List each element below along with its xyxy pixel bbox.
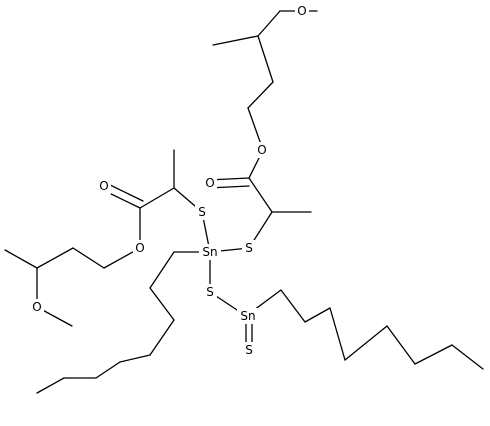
- atom-label-sn-right: Sn: [240, 309, 255, 323]
- atom-label-s-bridge: S: [206, 285, 214, 299]
- atom-label-o-left-ester-double: O: [99, 179, 108, 193]
- atom-o-left-ester-single: O: [133, 240, 147, 256]
- atom-label-s-right: S: [245, 241, 253, 255]
- atom-labels: O O O O O O S S: [30, 3, 309, 358]
- atom-s-right: S: [242, 240, 256, 256]
- atom-o-top-ester-single: O: [255, 142, 269, 158]
- atom-sn-center: Sn: [199, 244, 221, 260]
- atom-label-sn-center: Sn: [202, 245, 217, 259]
- atom-s-left: S: [195, 204, 209, 220]
- atom-o-top-ester-double: O: [203, 175, 217, 191]
- atom-o-top-methoxy: O: [295, 3, 309, 19]
- atom-label-o-top-ester-single: O: [257, 143, 266, 157]
- atom-o-left-ester-double: O: [97, 178, 111, 194]
- atom-s-bridge: S: [203, 284, 217, 300]
- atom-label-s-left: S: [198, 205, 206, 219]
- atom-label-o-left-methoxy: O: [32, 300, 41, 314]
- atom-o-left-methoxy: O: [30, 299, 44, 315]
- atom-label-o-top-ester-double: O: [205, 176, 214, 190]
- atom-label-o-left-ester-single: O: [135, 241, 144, 255]
- atom-s-terminal: S: [242, 342, 256, 358]
- atom-label-o-top-methoxy: O: [297, 4, 306, 18]
- atom-sn-right: Sn: [237, 308, 259, 324]
- atom-label-s-terminal: S: [245, 343, 253, 357]
- bond-lines: [4, 10, 484, 394]
